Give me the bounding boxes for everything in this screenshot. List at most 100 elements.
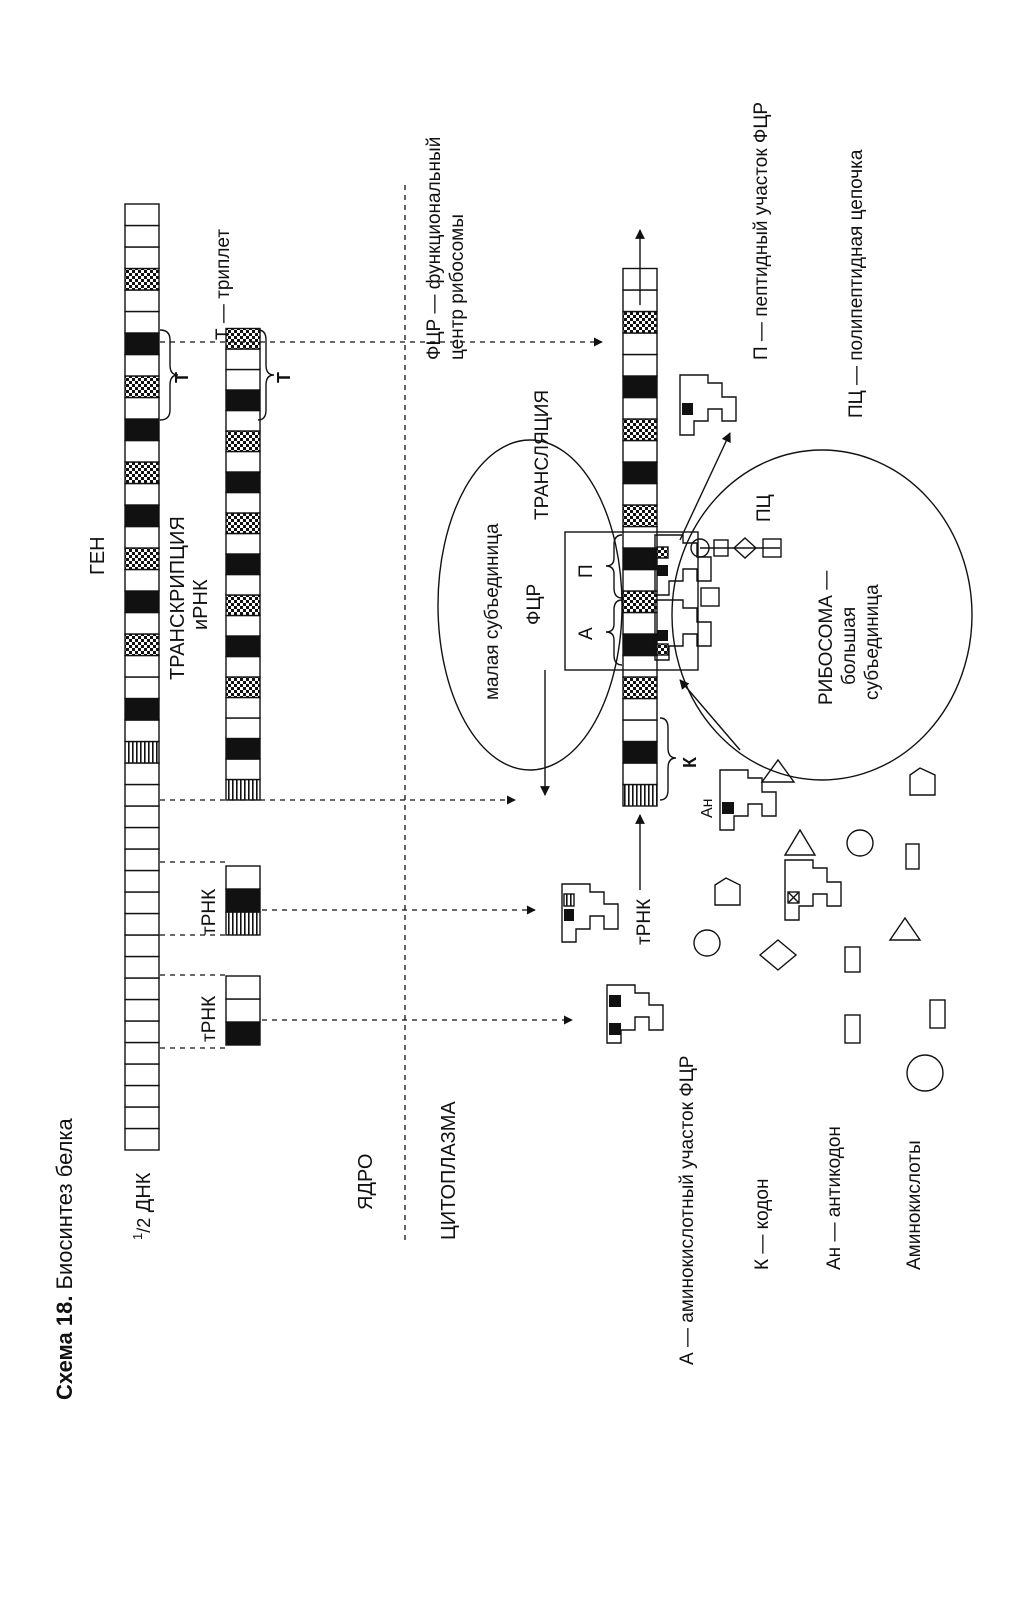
nucleus-label: ЯДРО xyxy=(355,1154,377,1210)
ribosome-small-subunit xyxy=(437,439,623,771)
legend-fcr-1: ФЦР — функциональный xyxy=(424,137,445,360)
trna-label-ribosome: тРНК xyxy=(634,899,655,945)
codon-brace xyxy=(659,717,677,801)
irna-nucleotide xyxy=(622,504,658,528)
dna-nucleotide xyxy=(124,547,160,571)
dna-nucleotide xyxy=(124,1041,160,1065)
dna-nucleotide xyxy=(124,1020,160,1044)
legend-p: П — пептидный участок ФЦР xyxy=(751,102,772,360)
trna-molecule-incoming xyxy=(719,758,796,831)
dna-nucleotide xyxy=(124,697,160,721)
irna-nucleotide xyxy=(622,418,658,442)
ribosome-label-2: большая xyxy=(839,607,860,685)
trna-nucleotide xyxy=(225,1021,261,1046)
dna-nucleotide xyxy=(124,848,160,872)
trna-label-upper: тРНК xyxy=(199,996,220,1042)
legend-an: Ан — антикодон xyxy=(824,1126,845,1270)
dna-nucleotide xyxy=(124,504,160,528)
fcr-box xyxy=(564,531,699,671)
irna-label: иРНК xyxy=(190,579,212,630)
irna-nucleotide xyxy=(225,553,261,576)
irna-nucleotide xyxy=(622,783,658,807)
small-subunit-label: малая субъединица xyxy=(482,523,503,700)
dna-nucleotide xyxy=(124,1084,160,1108)
irna-nucleotide xyxy=(622,697,658,721)
irna-nucleotide xyxy=(225,327,261,350)
irna-nucleotide xyxy=(622,740,658,764)
dna-nucleotide xyxy=(124,719,160,743)
codon-label: К xyxy=(680,756,700,768)
irna-nucleotide xyxy=(622,332,658,356)
trna-molecule-free-lower xyxy=(561,883,619,943)
site-a-brace xyxy=(605,599,623,666)
trna-segment-lower xyxy=(225,865,261,936)
trna-nucleotide xyxy=(225,998,261,1023)
trna-nucleotide xyxy=(225,888,261,913)
cytoplasm-label: ЦИТОПЛАЗМА xyxy=(438,1101,460,1240)
anticodon-label: Ан xyxy=(699,798,716,818)
irna-nucleotide xyxy=(622,482,658,506)
trna-molecule-free-upper xyxy=(606,984,664,1044)
trna-segment-upper xyxy=(225,975,261,1046)
irna-nucleotide xyxy=(622,375,658,399)
trna-label-lower: тРНК xyxy=(199,889,220,935)
irna-nucleotide xyxy=(622,590,658,614)
irna-nucleotide xyxy=(622,353,658,377)
dna-nucleotide xyxy=(124,525,160,549)
legend-t: Т — триплет xyxy=(213,229,234,340)
dna-nucleotide xyxy=(124,418,160,442)
irna-nucleotide xyxy=(225,368,261,391)
irna-nucleotide xyxy=(225,676,261,699)
irna-nucleotide xyxy=(622,654,658,678)
dna-nucleotide xyxy=(124,998,160,1022)
irna-nucleotide xyxy=(225,512,261,535)
irna-nucleotide xyxy=(622,676,658,700)
dna-nucleotide xyxy=(124,289,160,313)
dna-nucleotide xyxy=(124,633,160,657)
polypeptide-chain xyxy=(690,537,782,559)
ribosome-label-3: субъединица xyxy=(862,584,883,700)
dna-nucleotide xyxy=(124,977,160,1001)
gene-label: ГЕН xyxy=(87,536,109,575)
dna-nucleotide xyxy=(124,869,160,893)
dna-strand xyxy=(124,203,160,1151)
triplet-label-dna: Т xyxy=(172,372,192,383)
dna-nucleotide xyxy=(124,805,160,829)
ribosome-large-subunit xyxy=(671,449,973,781)
dna-nucleotide xyxy=(124,353,160,377)
dna-label: 1/2 ДНК xyxy=(130,1172,155,1240)
free-amino-acids xyxy=(693,767,946,1092)
dna-nucleotide xyxy=(124,246,160,270)
irna-nucleotide xyxy=(225,717,261,740)
dna-nucleotide xyxy=(124,332,160,356)
trna-bracket-lower xyxy=(160,861,225,936)
irna-nucleotide xyxy=(622,633,658,657)
irna-nucleotide xyxy=(225,758,261,781)
dna-nucleotide xyxy=(124,912,160,936)
irna-nucleotide xyxy=(622,568,658,592)
trna-molecule-site-p xyxy=(654,534,712,596)
dna-nucleotide xyxy=(124,1106,160,1130)
irna-nucleotide xyxy=(225,778,261,801)
pc-label: ПЦ xyxy=(754,494,775,522)
irna-nucleotide xyxy=(622,762,658,786)
irna-nucleotide xyxy=(622,719,658,743)
trna-incoming-arrow xyxy=(679,679,741,751)
irna-nucleotide xyxy=(225,389,261,412)
dna-nucleotide xyxy=(124,203,160,227)
trna-molecule-site-a xyxy=(654,587,720,661)
trna-outgoing-arrow xyxy=(679,432,731,541)
irna-strand xyxy=(225,327,261,801)
dna-nucleotide xyxy=(124,611,160,635)
fcr-label: ФЦР xyxy=(524,584,545,625)
irna-nucleotide xyxy=(225,635,261,658)
dna-nucleotide xyxy=(124,654,160,678)
dna-nucleotide xyxy=(124,740,160,764)
irna-nucleotide xyxy=(225,737,261,760)
triplet-brace-dna xyxy=(159,329,179,421)
triplet-brace-irna xyxy=(257,329,275,421)
dna-nucleotide xyxy=(124,1127,160,1151)
irna-nucleotide xyxy=(225,491,261,514)
site-p-label: П xyxy=(576,564,597,578)
